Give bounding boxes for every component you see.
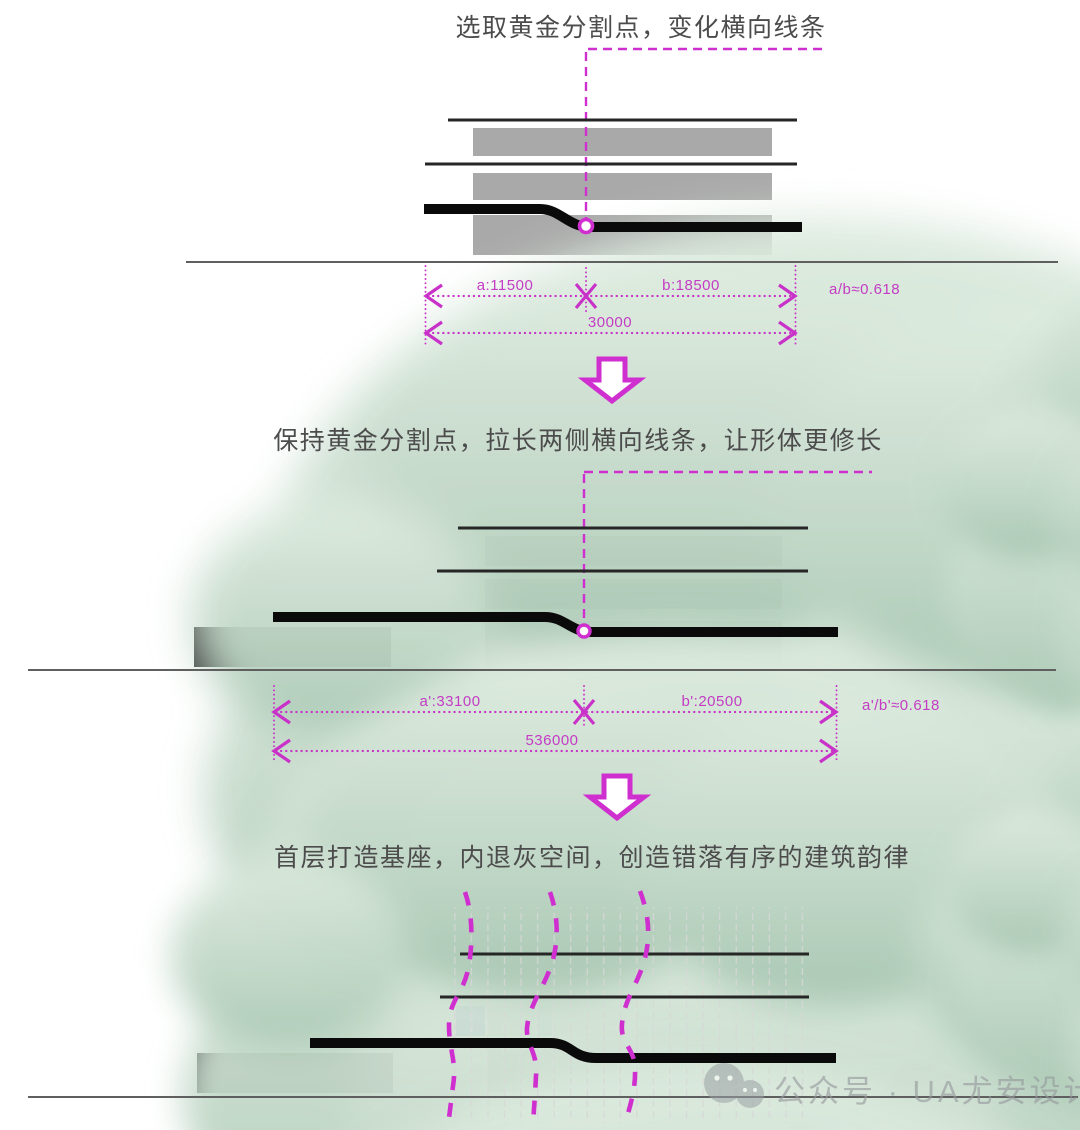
s1-slab-top [473, 128, 772, 156]
s2-dimensions [271, 685, 839, 764]
down-arrow-icon [585, 359, 639, 401]
down-arrow-icon [590, 776, 644, 818]
s1-contour-line [424, 204, 802, 232]
s3-title: 首层打造基座，内退灰空间，创造错落有序的建筑韵律 [273, 844, 910, 872]
s1-dim-ratio-label: a/b≈0.618 [829, 281, 901, 298]
s1-title: 选取黄金分割点，变化横向线条 [455, 14, 827, 42]
s3-contour-line [310, 1038, 836, 1063]
s2-dim-total-label: 536000 [525, 732, 579, 749]
s2-leader-dashed [582, 470, 872, 624]
s2-dim-a-label: a':33100 [419, 693, 481, 710]
s2-golden-point [576, 623, 592, 639]
wechat-icon [704, 1063, 764, 1108]
s1-diagram [423, 47, 822, 346]
s1-dim-b-label: b:18500 [662, 277, 720, 294]
s2-diagram [271, 470, 872, 764]
s3-diagram [310, 890, 836, 1125]
s1-dim-total-label: 30000 [587, 314, 633, 331]
s2-dim-b-label: b':20500 [681, 693, 743, 710]
s1-golden-point [577, 217, 595, 235]
s1-dim-a-label: a:11500 [476, 277, 534, 294]
s3-setback-curves [445, 890, 651, 1125]
s2-title: 保持黄金分割点，拉长两侧横向线条，让形体更修长 [273, 427, 883, 455]
s1-slab-middle [473, 173, 772, 200]
watermark-label: 公众号 · UA尤安设计 [774, 1073, 1080, 1109]
s2-dim-ratio-label: a'/b'≈0.618 [862, 697, 940, 714]
s1-leader-dashed [584, 47, 822, 220]
s1-dimensions [423, 265, 798, 346]
watermark: 公众号 · UA尤安设计 [700, 1062, 1080, 1114]
s2-contour-line [273, 612, 838, 637]
